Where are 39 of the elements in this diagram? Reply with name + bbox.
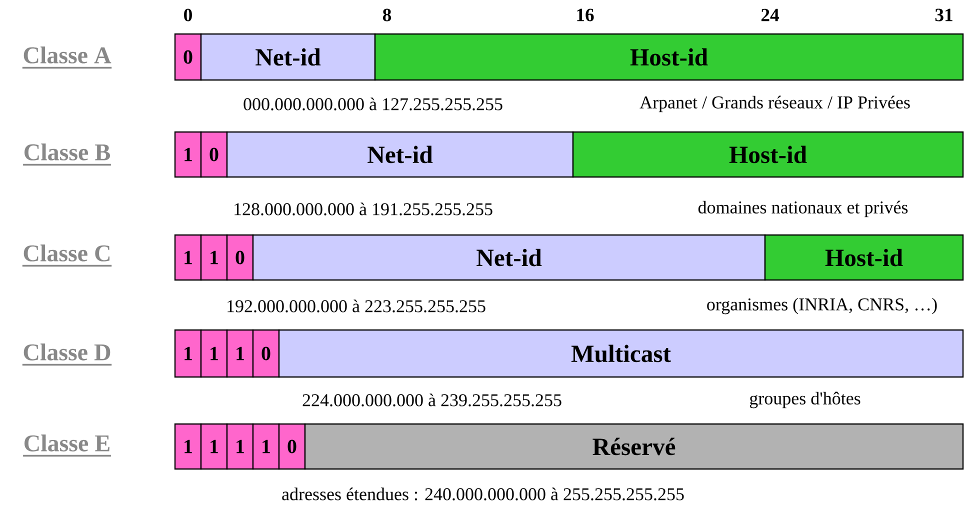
bit-cell: 1 xyxy=(174,234,202,281)
bit-cell: 1 xyxy=(200,423,228,470)
bit-cell: 1 xyxy=(200,329,228,378)
field-cell: Host-id xyxy=(572,131,964,178)
bit-cell: 1 xyxy=(174,329,202,378)
bit-position: 8 xyxy=(382,8,392,22)
bit-position: 0 xyxy=(184,8,192,22)
bit-cell: 0 xyxy=(174,33,202,81)
address-range: 000.000.000.000 à 127.255.255.255 xyxy=(244,98,502,110)
address-range: 192.000.000.000 à 223.255.255.255 xyxy=(228,300,486,312)
field-cell: Net-id xyxy=(252,234,766,281)
address-range: 224.000.000.000 à 239.255.255.255 xyxy=(302,394,562,406)
class-label: Classe C xyxy=(22,244,112,267)
field-cell: Net-id xyxy=(226,131,574,178)
usage-note: groupes d'hôtes xyxy=(750,392,860,408)
bit-cell: 1 xyxy=(200,234,228,281)
bit-cell: 1 xyxy=(252,423,280,470)
bit-cell: 1 xyxy=(174,423,202,470)
field-cell: Net-id xyxy=(200,33,376,81)
class-label: Classe E xyxy=(23,434,111,457)
bit-cell: 1 xyxy=(226,423,254,470)
field-cell: Host-id xyxy=(764,234,964,281)
bit-cell: 1 xyxy=(174,131,202,178)
class-label: Classe A xyxy=(22,46,112,69)
address-range: 128.000.000.000 à 191.255.255.255 xyxy=(234,202,492,216)
address-range: adresses étendues : 240.000.000.000 à 255.255.255.255 xyxy=(282,488,684,500)
field-cell: Réservé xyxy=(304,423,964,470)
bit-cell: 0 xyxy=(252,329,280,378)
usage-note: organismes (INRIA, CNRS, …) xyxy=(707,298,937,314)
usage-note: domaines nationaux et privés xyxy=(698,200,908,218)
bit-cell: 0 xyxy=(200,131,228,178)
class-label: Classe B xyxy=(23,144,111,166)
bit-cell: 0 xyxy=(226,234,254,281)
bit-cell: 1 xyxy=(226,329,254,378)
class-label: Classe D xyxy=(22,344,112,366)
field-cell: Host-id xyxy=(374,33,964,81)
bit-cell: 0 xyxy=(278,423,306,470)
field-cell: Multicast xyxy=(278,329,964,378)
usage-note: Arpanet / Grands réseaux / IP Privées xyxy=(640,96,910,112)
